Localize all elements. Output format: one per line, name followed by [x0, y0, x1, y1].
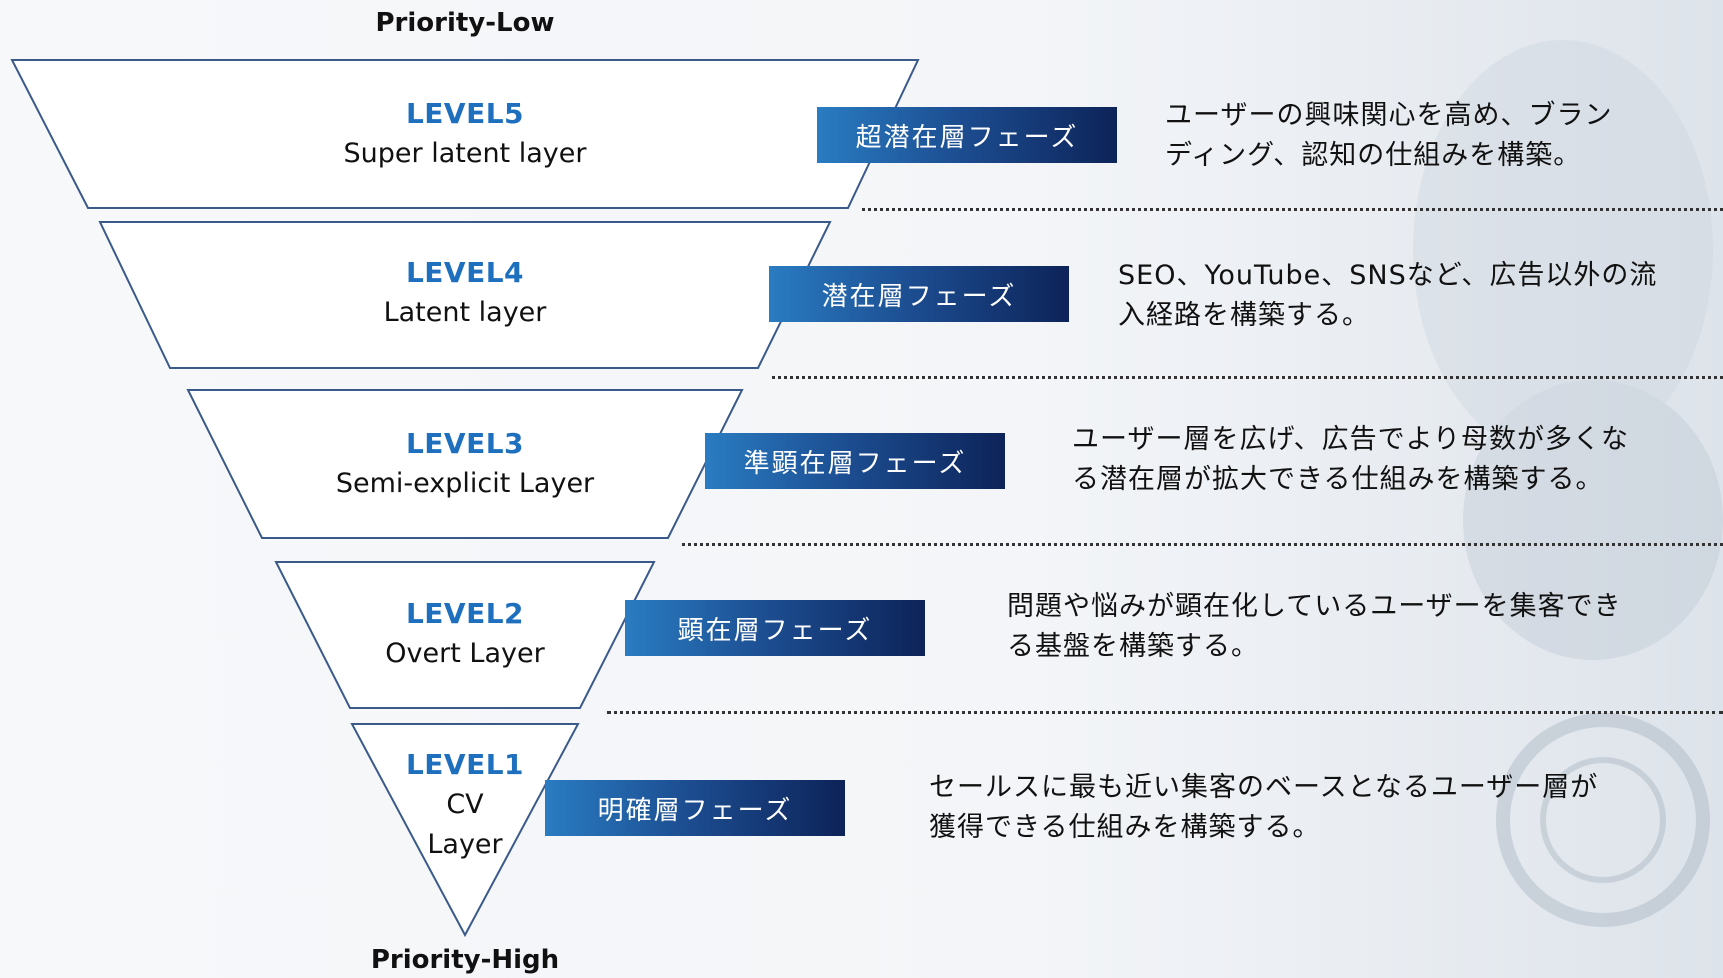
level5-title: LEVEL5: [405, 97, 525, 130]
level1-title: LEVEL1: [405, 748, 525, 781]
level2-phase-tag: 顕在層フェーズ: [625, 600, 925, 656]
level3-title: LEVEL3: [405, 427, 525, 460]
level4-description-line1: SEO、YouTube、SNSなど、広告以外の流: [1118, 260, 1658, 291]
priority-low-label: Priority-Low: [375, 8, 555, 38]
level1-name-line1: CV: [446, 789, 484, 820]
level2-title: LEVEL2: [405, 597, 525, 630]
level1-description-line1: セールスに最も近い集客のベースとなるユーザー層が: [929, 772, 1599, 803]
level5-description-line2: ディング、認知の仕組みを構築。: [1165, 140, 1582, 171]
level3-description-line2: る潜在層が拡大できる仕組みを構築する。: [1072, 464, 1604, 495]
level3-description-line1: ユーザー層を広げ、広告でより母数が多くな: [1072, 424, 1630, 455]
level4-block: LEVEL4 Latent layer: [315, 253, 615, 333]
level5-name: Super latent layer: [343, 138, 587, 169]
level2-description: 問題や悩みが顕在化しているユーザーを集客でき る基盤を構築する。: [1007, 587, 1622, 667]
level4-title: LEVEL4: [405, 256, 525, 289]
level3-block: LEVEL3 Semi-explicit Layer: [315, 424, 615, 504]
level5-description-line1: ユーザーの興味関心を高め、ブラン: [1165, 100, 1613, 131]
level5-phase-tag: 超潜在層フェーズ: [817, 107, 1117, 163]
funnel-segment-level1: [350, 723, 580, 938]
funnel-diagram: [10, 59, 920, 938]
level1-phase-tag: 明確層フェーズ: [545, 780, 845, 836]
level3-name: Semi-explicit Layer: [335, 468, 595, 499]
level1-name-line2: Layer: [427, 829, 503, 860]
level4-description-line2: 入経路を構築する。: [1118, 300, 1370, 331]
level2-description-line2: る基盤を構築する。: [1007, 631, 1259, 662]
separator-level5: [862, 208, 1723, 211]
level2-description-line1: 問題や悩みが顕在化しているユーザーを集客でき: [1007, 591, 1622, 622]
priority-high-label: Priority-High: [370, 945, 560, 975]
separator-level4: [772, 376, 1723, 379]
level1-description: セールスに最も近い集客のベースとなるユーザー層が 獲得できる仕組みを構築する。: [929, 768, 1598, 848]
level1-block: LEVEL1 CV Layer: [315, 745, 615, 865]
level4-phase-tag: 潜在層フェーズ: [769, 266, 1069, 322]
separator-level2: [607, 711, 1723, 714]
background-robot-art: [1413, 40, 1723, 927]
level5-description: ユーザーの興味関心を高め、ブラン ディング、認知の仕組みを構築。: [1165, 96, 1612, 176]
funnel-segment-level2: [274, 561, 656, 709]
level2-name: Overt Layer: [385, 638, 545, 669]
funnel-segment-level5: [10, 59, 920, 209]
separator-level3: [682, 543, 1723, 546]
level3-description: ユーザー層を広げ、広告でより母数が多くな る潜在層が拡大できる仕組みを構築する。: [1072, 420, 1629, 500]
funnel-segment-level4: [98, 221, 832, 369]
level2-block: LEVEL2 Overt Layer: [315, 594, 615, 674]
level4-name: Latent layer: [383, 297, 547, 328]
level5-block: LEVEL5 Super latent layer: [315, 94, 615, 174]
funnel-segment-level3: [186, 389, 744, 539]
level3-phase-tag: 準顕在層フェーズ: [705, 433, 1005, 489]
level1-description-line2: 獲得できる仕組みを構築する。: [929, 812, 1321, 843]
level4-description: SEO、YouTube、SNSなど、広告以外の流 入経路を構築する。: [1118, 256, 1657, 336]
